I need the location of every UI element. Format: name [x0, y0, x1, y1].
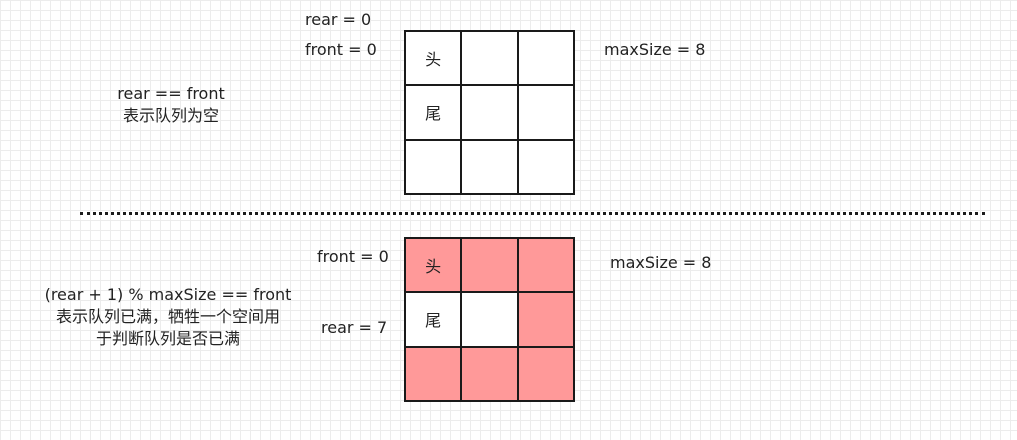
- top-note-line-2: 表示队列为空: [122, 106, 219, 125]
- bottom-queue-cell: [518, 347, 575, 402]
- bottom-note: (rear + 1) % maxSize == front 表示队列已满，牺牲一…: [32, 284, 304, 350]
- top-queue-cell: [462, 32, 519, 87]
- top-queue-cell: [518, 32, 575, 87]
- bottom-note-line-2: 表示队列已满，牺牲一个空间用: [55, 307, 280, 326]
- bottom-note-line-3: 于判断队列是否已满: [95, 329, 240, 348]
- top-note: rear == front 表示队列为空: [96, 83, 246, 127]
- top-front-label: front = 0: [305, 40, 377, 59]
- bottom-front-label: front = 0: [317, 247, 389, 266]
- bottom-rear-label: rear = 7: [321, 318, 388, 337]
- top-note-line-1: rear == front: [117, 84, 225, 103]
- dotted-divider: [80, 212, 985, 215]
- top-queue-cell: [406, 140, 463, 195]
- bottom-queue-cell: [518, 239, 575, 294]
- bottom-queue-cell: [518, 293, 575, 348]
- bottom-queue-cell: [462, 347, 519, 402]
- top-queue-cell: 尾: [406, 86, 463, 141]
- top-queue-cell: [518, 86, 575, 141]
- bottom-note-line-1: (rear + 1) % maxSize == front: [44, 285, 292, 304]
- bottom-queue-grid: 头 尾: [404, 237, 575, 402]
- bottom-queue-cell: 头: [406, 239, 463, 294]
- top-queue-cell: [462, 140, 519, 195]
- bottom-queue-cell: 尾: [406, 293, 463, 348]
- top-queue-cell: [462, 86, 519, 141]
- top-queue-grid: 头 尾: [404, 30, 575, 195]
- bottom-queue-cell: [462, 239, 519, 294]
- top-maxsize-label: maxSize = 8: [604, 40, 706, 59]
- bottom-queue-cell: [462, 293, 519, 348]
- top-queue-cell: [518, 140, 575, 195]
- bottom-queue-cell: [406, 347, 463, 402]
- top-rear-label: rear = 0: [305, 10, 372, 29]
- bottom-maxsize-label: maxSize = 8: [610, 253, 712, 272]
- top-queue-cell: 头: [406, 32, 463, 87]
